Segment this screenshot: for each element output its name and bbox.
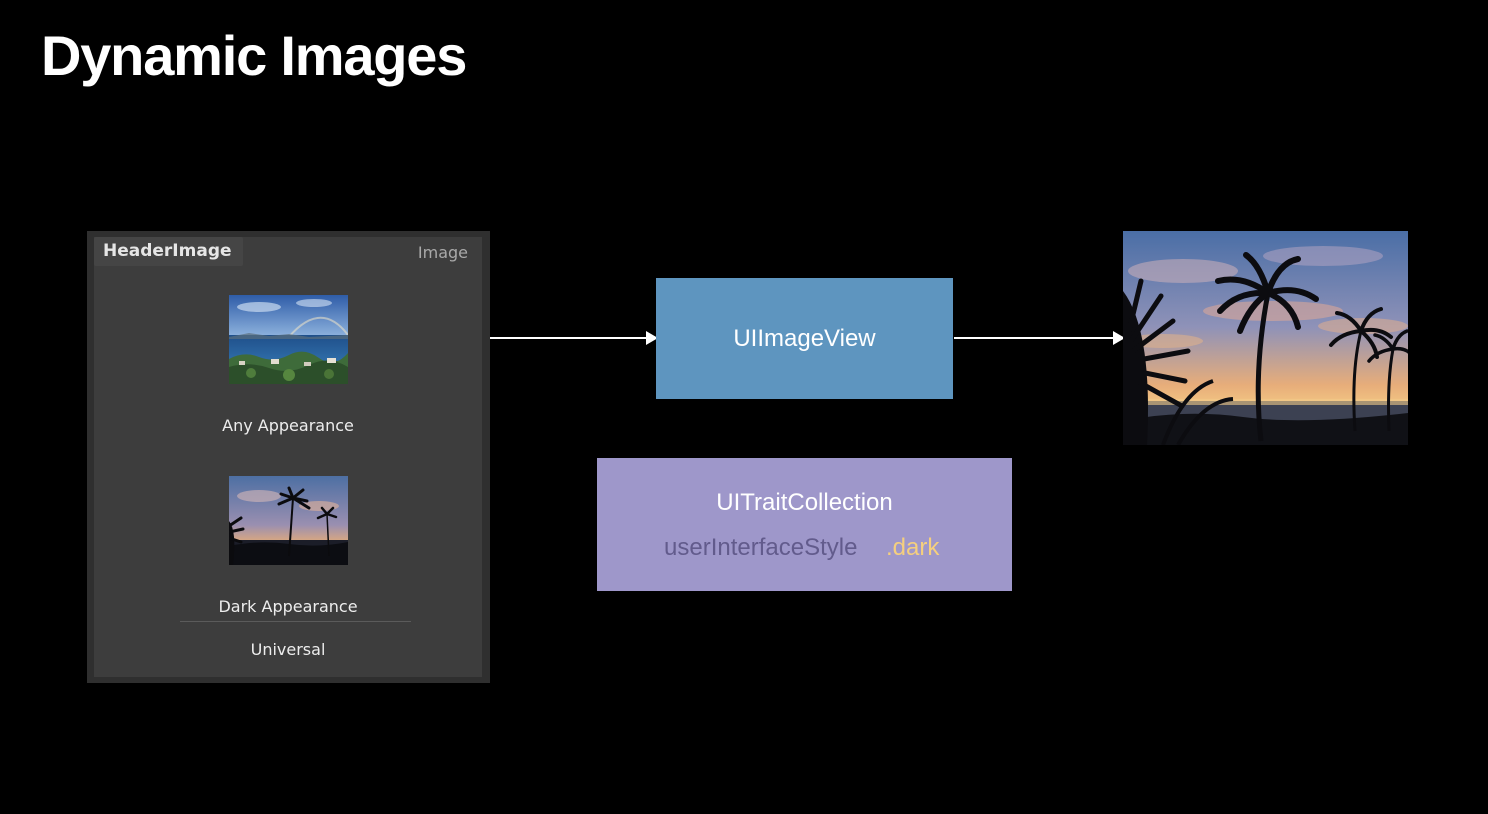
trait-property-value: .dark [886, 534, 940, 561]
asset-catalog-panel: HeaderImage Image [87, 231, 490, 683]
asset-kind-label: Image [417, 243, 468, 262]
any-appearance-label: Any Appearance [222, 416, 354, 435]
dark-appearance-thumbnail[interactable] [229, 476, 348, 565]
traitcollection-title: UITraitCollection [716, 489, 893, 516]
output-image [1123, 231, 1408, 445]
slide-title: Dynamic Images [41, 24, 467, 87]
dark-appearance-label: Dark Appearance [218, 597, 358, 616]
any-appearance-thumbnail[interactable] [229, 295, 348, 384]
slot-divider [180, 621, 411, 622]
arrow-to-imageview [490, 331, 658, 345]
uiimageview-label: UIImageView [733, 324, 876, 352]
asset-catalog-content: HeaderImage Image [94, 237, 482, 677]
palm-sunset-image [229, 476, 348, 565]
palm-sunset-output-image [1123, 231, 1408, 445]
traitcollection-box: UITraitCollection userInterfaceStyle .da… [597, 458, 1012, 591]
arrow-to-output-image [954, 331, 1125, 345]
ocean-rainbow-image [229, 295, 348, 384]
asset-name-label[interactable]: HeaderImage [94, 237, 243, 266]
universal-label: Universal [250, 640, 326, 659]
trait-property-name: userInterfaceStyle [664, 534, 858, 561]
uiimageview-box: UIImageView [656, 278, 953, 399]
